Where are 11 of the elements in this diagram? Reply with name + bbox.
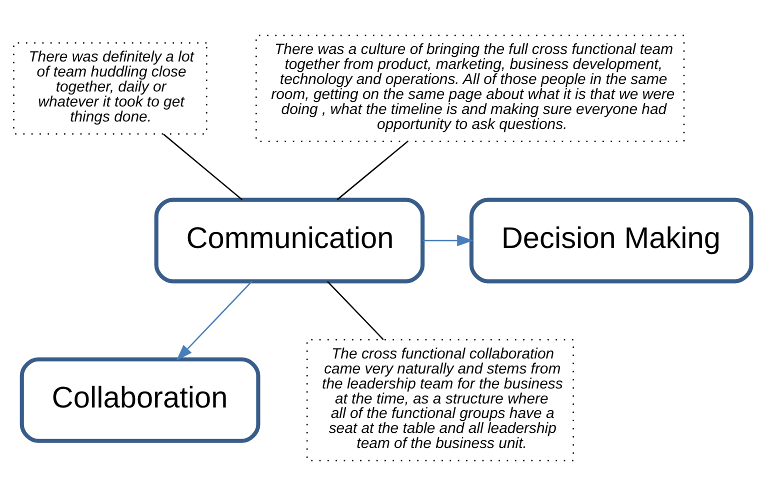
arrow <box>422 234 474 246</box>
node-box: There was a culture of bringing the full cross functional team together from product, marketing, business development, technology and operations. All of those people in the same room, getting on the same page about what it is that we were doing , what the timeline is and making sure everyone had opportunity to ask questions. <box>256 34 685 142</box>
connector <box>163 134 243 200</box>
arrow <box>176 281 252 361</box>
node-box: Communication <box>154 198 425 284</box>
connector <box>327 281 384 340</box>
node-box: Collaboration <box>20 357 260 443</box>
node-box: Decision Making <box>469 198 754 284</box>
node-box: There was definitely a lot of team huddling close together, daily or whatever it took to get things done. <box>13 42 208 135</box>
connector <box>336 141 408 200</box>
node-box: The cross functional collaboration came very naturally and stems from the leadership team for the business at the time, as a structure where all of the functional groups have a seat at the table and all leadership team of the business unit. <box>306 339 574 462</box>
